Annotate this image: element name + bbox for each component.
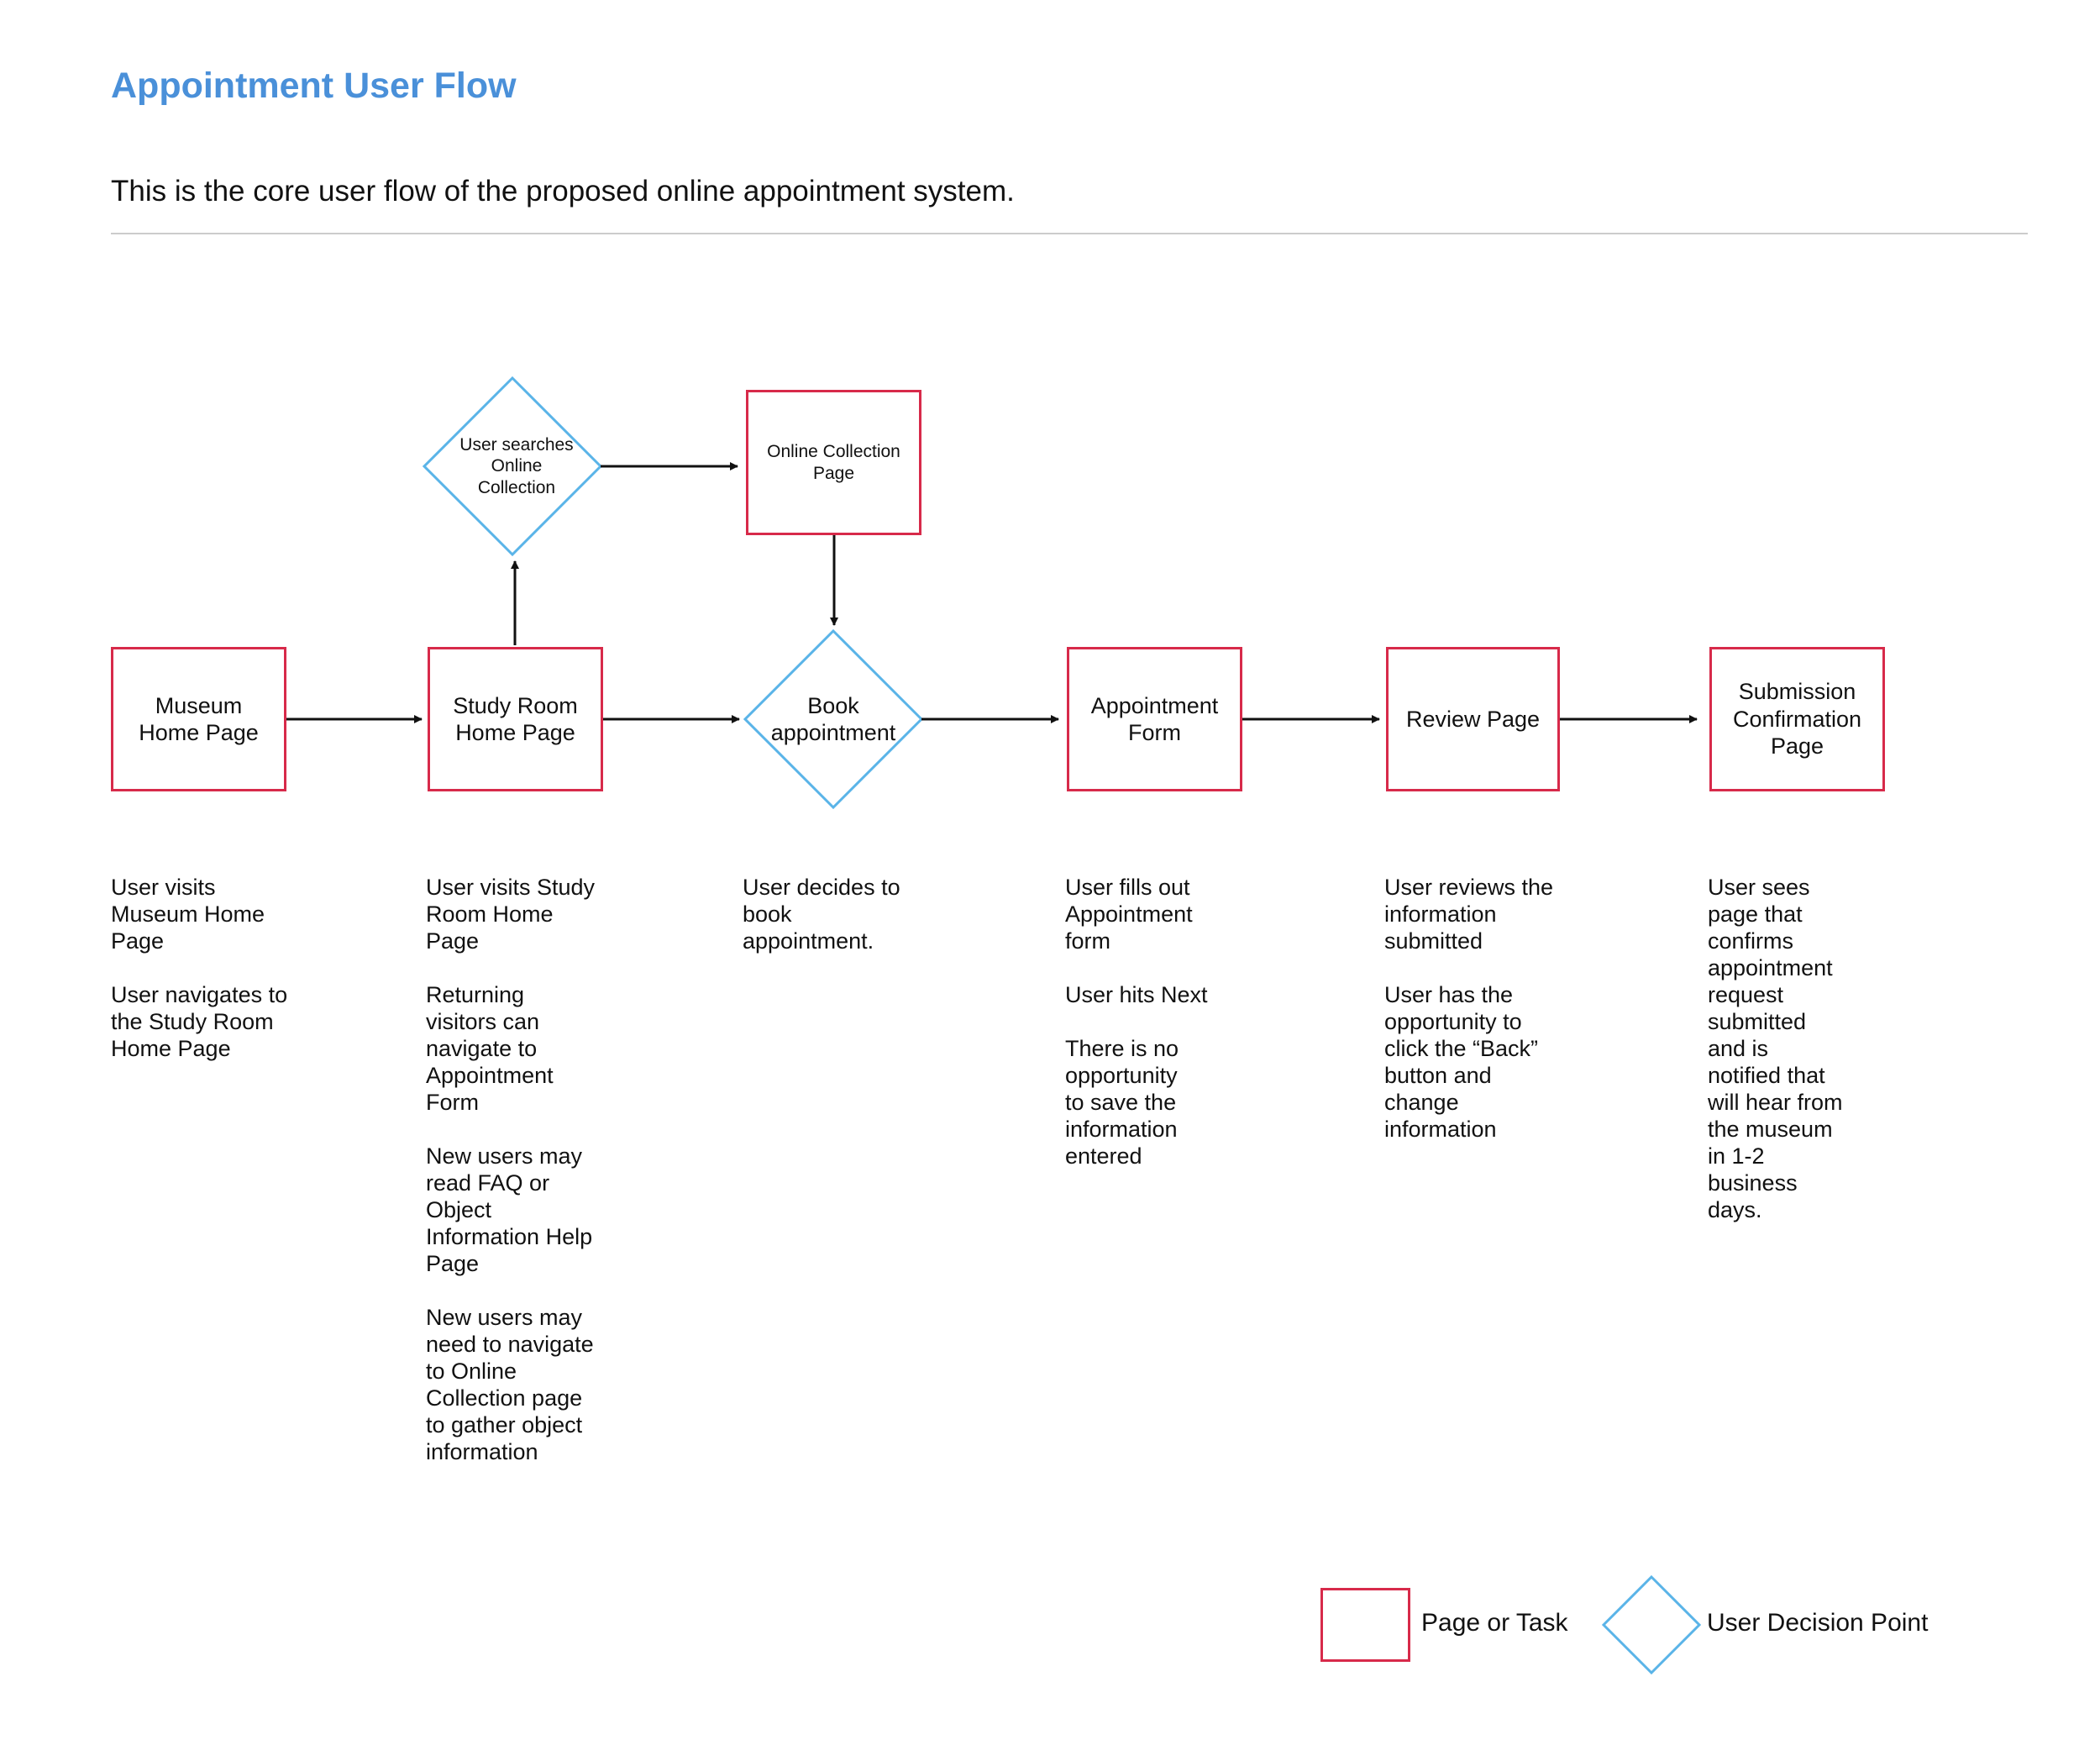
description-paragraph: User fills out Appointment form	[1065, 875, 1193, 954]
description-paragraph: User hits Next	[1065, 982, 1208, 1007]
node-study-room-home-page: Study Room Home Page	[428, 647, 603, 791]
node-user-searches-label: User searches Online Collection	[459, 435, 574, 497]
legend-user-decision-point-label: User Decision Point	[1707, 1609, 1929, 1637]
description-paragraph: New users may need to navigate to Online…	[426, 1305, 594, 1464]
node-review-page: Review Page	[1386, 647, 1560, 791]
description-paragraph: User sees page that confirms appointment…	[1708, 875, 1843, 1222]
page-subtitle: This is the core user flow of the propos…	[111, 175, 1015, 208]
node-label: Study Room Home Page	[453, 692, 578, 745]
node-online-collection-page: Online Collection Page	[746, 390, 921, 535]
node-submission-confirmation-page: Submission Confirmation Page	[1709, 647, 1885, 791]
page-title: Appointment User Flow	[111, 66, 517, 106]
description-paragraph: User decides to book appointment.	[743, 875, 900, 954]
legend-page-box-icon	[1320, 1588, 1410, 1662]
description-paragraph: There is no opportunity to save the info…	[1065, 1036, 1179, 1169]
description-paragraph: User visits Museum Home Page	[111, 875, 265, 954]
description-paragraph: Returning visitors can navigate to Appoi…	[426, 982, 554, 1115]
decision-diamond-book-appointment	[743, 628, 924, 810]
legend-page-or-task-label: Page or Task	[1421, 1609, 1568, 1637]
description-study-room-home: User visits Study Room Home Page Returni…	[426, 874, 619, 1492]
node-label: Appointment Form	[1090, 692, 1219, 745]
description-review-page: User reviews the information submitted U…	[1384, 874, 1586, 1169]
node-label: Museum Home Page	[139, 692, 259, 745]
node-label: Review Page	[1405, 706, 1541, 732]
node-book-appointment-label: Book appointment	[770, 692, 896, 745]
description-paragraph: User visits Study Room Home Page	[426, 875, 596, 954]
description-paragraph: User reviews the information submitted	[1384, 875, 1554, 954]
description-museum-home: User visits Museum Home Page User naviga…	[111, 874, 304, 1089]
node-museum-home-page: Museum Home Page	[111, 647, 286, 791]
node-label: Online Collection Page	[767, 442, 900, 483]
description-appointment-form: User fills out Appointment form User hit…	[1065, 874, 1258, 1196]
decision-diamond-user-searches	[422, 376, 603, 557]
divider	[111, 233, 2028, 234]
description-book-appointment: User decides to book appointment.	[743, 874, 936, 981]
description-submission-confirmation: User sees page that confirms appointment…	[1708, 874, 1901, 1250]
legend-decision-diamond-icon	[1601, 1574, 1702, 1675]
description-paragraph: New users may read FAQ or Object Informa…	[426, 1143, 593, 1276]
description-paragraph: User navigates to the Study Room Home Pa…	[111, 982, 288, 1061]
node-appointment-form: Appointment Form	[1067, 647, 1242, 791]
node-label: Submission Confirmation Page	[1732, 679, 1862, 759]
description-paragraph: User has the opportunity to click the “B…	[1384, 982, 1539, 1142]
